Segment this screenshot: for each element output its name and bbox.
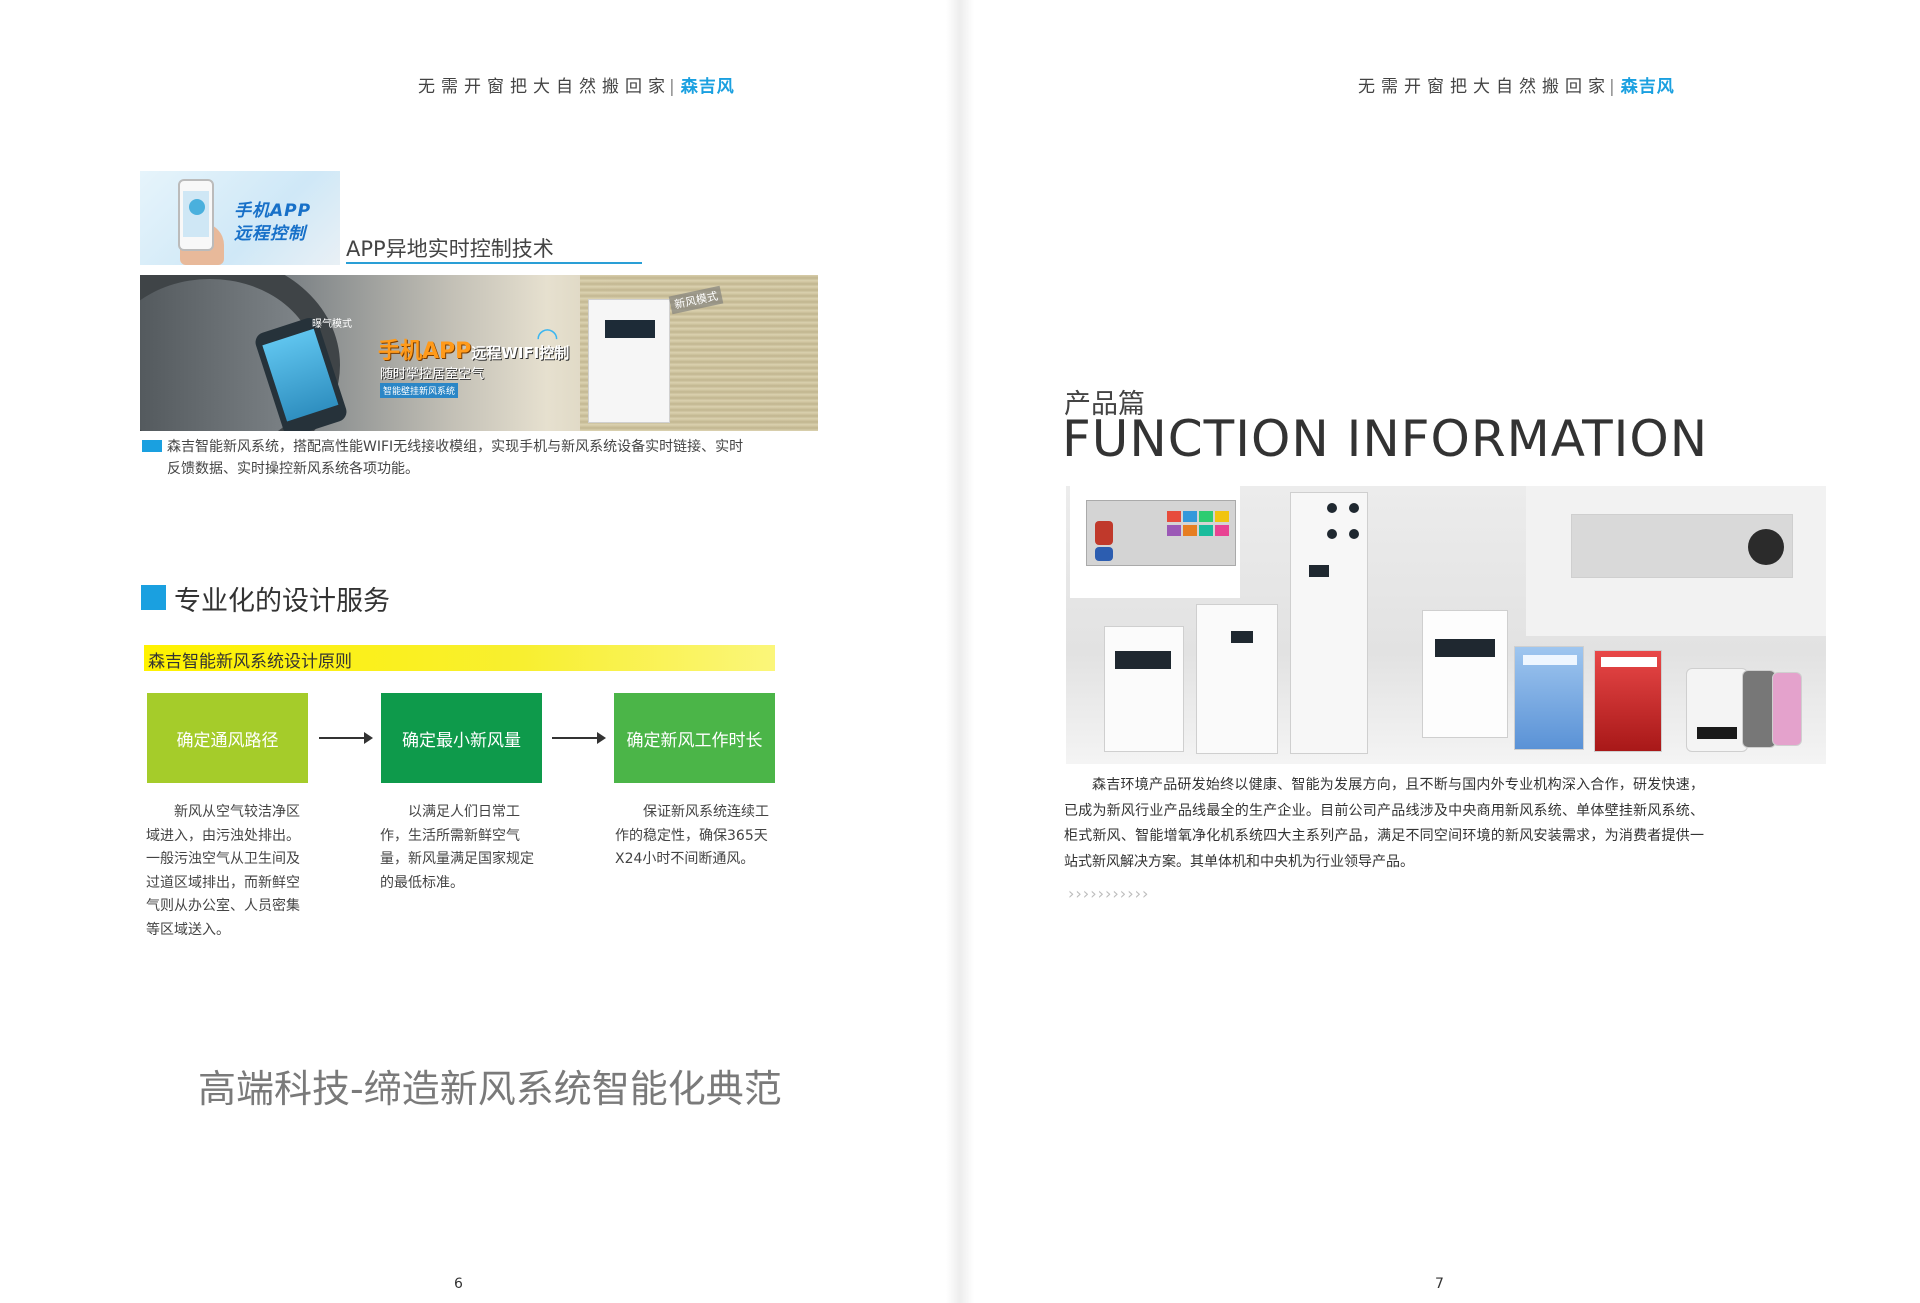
app-description: 森吉智能新风系统，搭配高性能WIFI无线接收模组，实现手机与新风系统设备实时链接… xyxy=(167,436,807,480)
banner-headline-main: 手机APP xyxy=(378,339,472,364)
banner-mode-label: 曝气模式 xyxy=(312,319,352,330)
page-number-left: 6 xyxy=(454,1276,463,1292)
wall-unit-white-2 xyxy=(1196,604,1278,754)
banner-tagline: 智能壁挂新风系统 xyxy=(380,383,459,398)
phone-icon xyxy=(178,179,214,251)
principle-title: 森吉智能新风系统设计原则 xyxy=(148,652,352,672)
app-remote-control-image: 手机APP 远程控制 xyxy=(140,171,340,265)
section-marker xyxy=(141,585,166,610)
page-header-right: 无需开窗把大自然搬回家|森吉风 xyxy=(1358,72,1675,97)
step-box-working-hours: 确定新风工作时长 xyxy=(614,693,775,783)
purifier-gray xyxy=(1742,670,1776,748)
header-slogan: 无需开窗把大自然搬回家 xyxy=(1358,77,1611,97)
wifi-icon: ◠ xyxy=(536,323,559,353)
description-marker xyxy=(142,440,162,452)
purifier-pink xyxy=(1772,672,1802,746)
header-separator: | xyxy=(669,77,675,97)
function-information-title: FUNCTION INFORMATION xyxy=(1062,410,1709,468)
banner-headline: 手机APP远程WIFI控制 xyxy=(378,333,569,365)
company-intro-paragraph: 森吉环境产品研发始终以健康、智能为发展方向，且不断与国内外专业机构深入合作，研发… xyxy=(1064,777,1704,870)
book-spine-shadow xyxy=(946,0,974,1303)
wall-unit-illustration xyxy=(588,299,670,423)
header-brand: 森吉风 xyxy=(680,77,735,97)
arrow-right-icon xyxy=(552,732,606,744)
page-number-right: 7 xyxy=(1435,1276,1444,1292)
design-service-title: 专业化的设计服务 xyxy=(174,586,390,617)
wall-unit-white-3 xyxy=(1422,610,1508,738)
app-thumb-line1: 手机APP xyxy=(234,201,312,221)
page-header-left: 无需开窗把大自然搬回家|森吉风 xyxy=(418,72,735,97)
banner-subtitle: 随时掌控居室空气 xyxy=(380,367,485,382)
page-left: 无需开窗把大自然搬回家|森吉风 手机APP 远程控制 APP异地实时控制技术 曝… xyxy=(140,72,818,1292)
product-lineup-image xyxy=(1066,486,1826,764)
step-text-ventilation-path: 新风从空气较洁净区域进入，由污浊处排出。一般污浊空气从卫生间及过道区域排出，而新… xyxy=(146,804,300,938)
page-right: 无需开窗把大自然搬回家|森吉风 产品篇 FUNCTION INFORMATION xyxy=(960,0,1920,1303)
app-section-title: APP异地实时控制技术 xyxy=(346,237,554,261)
header-separator: | xyxy=(1609,77,1615,97)
product-chapter-label: 产品篇 xyxy=(1064,389,1145,420)
principle-banner: 森吉智能新风系统设计原则 xyxy=(144,645,775,672)
duct-unit-illustration xyxy=(1571,514,1793,578)
step-box-min-airflow: 确定最小新风量 xyxy=(381,693,542,783)
arrow-right-icon xyxy=(319,732,373,744)
cabinet-unit-illustration xyxy=(1290,492,1368,754)
app-description-line2: 反馈数据、实时操控新风系统各项功能。 xyxy=(167,461,419,477)
purifier-white xyxy=(1686,668,1748,752)
bottom-slogan: 高端科技-缔造新风系统智能化典范 xyxy=(198,1067,782,1111)
chevron-decoration-icon: ››››››››››› xyxy=(1068,884,1150,903)
step-text-min-airflow: 以满足人们日常工作，生活所需新鲜空气量，新风量满足国家规定的最低标准。 xyxy=(380,804,534,891)
central-unit-illustration xyxy=(1086,500,1236,566)
wall-unit-blue xyxy=(1514,646,1584,750)
header-brand: 森吉风 xyxy=(1620,77,1675,97)
wall-unit-red xyxy=(1594,650,1662,752)
step-text-working-hours: 保证新风系统连续工作的稳定性，确保365天X24小时不间断通风。 xyxy=(615,804,769,867)
step-box-ventilation-path: 确定通风路径 xyxy=(147,693,308,783)
app-thumb-line2: 远程控制 xyxy=(234,224,306,244)
wifi-control-banner: 曝气模式 ◠ 新风模式 手机APP远程WIFI控制 随时掌控居室空气 智能壁挂新… xyxy=(140,275,818,431)
wall-unit-white-1 xyxy=(1104,626,1184,752)
app-description-line1: 森吉智能新风系统，搭配高性能WIFI无线接收模组，实现手机与新风系统设备实时链接… xyxy=(167,439,744,455)
header-slogan: 无需开窗把大自然搬回家 xyxy=(418,77,671,97)
banner-headline-sub: 远程WIFI控制 xyxy=(471,344,570,362)
app-title-underline xyxy=(346,262,642,264)
